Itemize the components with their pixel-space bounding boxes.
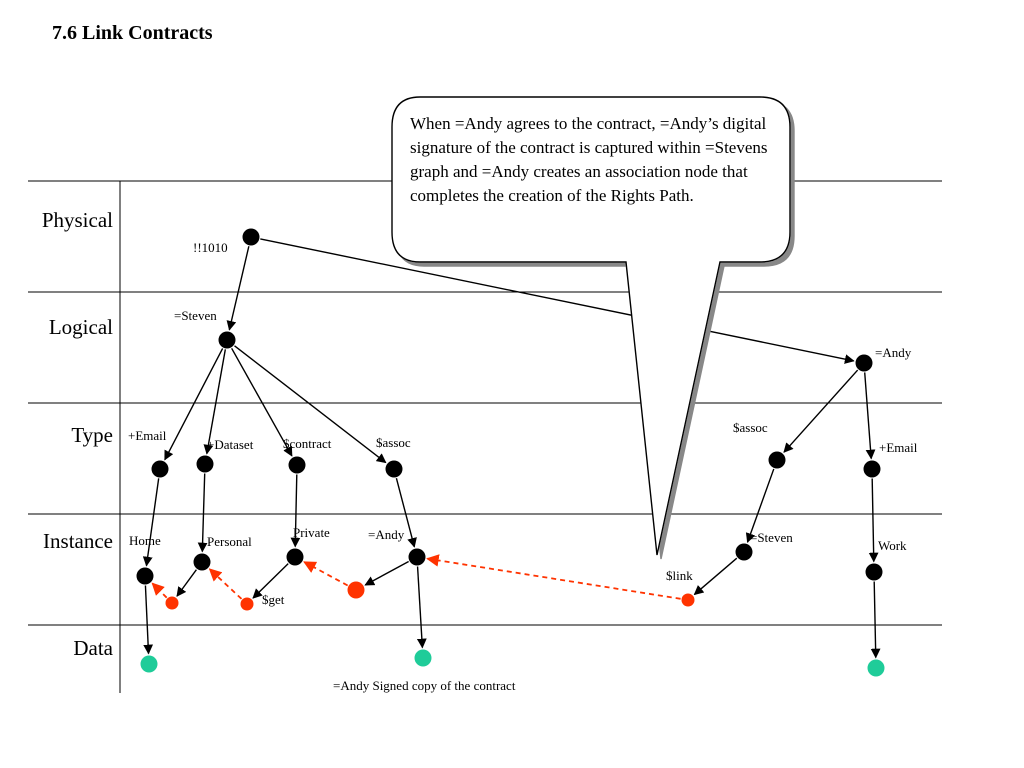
node-label-work: Work	[878, 538, 907, 553]
node-label-andyInst: =Andy	[368, 527, 405, 542]
link-edge-link3-private	[303, 561, 349, 587]
link-node-link1	[165, 596, 179, 610]
node-label-assoc2: $assoc	[733, 420, 768, 435]
node-label-email1: +Email	[128, 428, 167, 443]
edge-stevenInst-link	[693, 557, 738, 596]
node-node-email1	[151, 460, 169, 478]
node-label-personal: Personal	[207, 534, 252, 549]
edge-n1010-andy	[260, 238, 855, 364]
node-node-work	[865, 563, 883, 581]
link-edge-get-personal	[208, 568, 243, 600]
node-node-assoc2	[768, 451, 786, 469]
node-node-home	[136, 567, 154, 585]
link-node-link	[681, 593, 695, 607]
edge-home-data1	[143, 585, 154, 655]
node-node-n1010	[242, 228, 260, 246]
edge-andy-email2	[864, 372, 876, 460]
edge-personal-link1	[176, 569, 197, 597]
node-label-dataset: +Dataset	[207, 437, 254, 452]
callout-shape-path	[391, 96, 791, 556]
node-label-stevenInst: =Steven	[750, 530, 793, 545]
link-node-link3	[347, 581, 365, 599]
node-node-personal	[193, 553, 211, 571]
edge-andy-assoc2	[783, 369, 859, 453]
layer-label-instance: Instance	[43, 529, 113, 553]
node-node-stevenInst	[735, 543, 753, 561]
node-node-email2	[863, 460, 881, 478]
link-node-get	[240, 597, 254, 611]
node-label-assoc1: $assoc	[376, 435, 411, 450]
edge-n1010-steven	[226, 246, 250, 331]
node-node-dataset	[196, 455, 214, 473]
callout-text: When =Andy agrees to the contract, =Andy…	[410, 114, 768, 205]
data-node-data2	[414, 649, 432, 667]
node-label-email2: +Email	[879, 440, 918, 455]
link-edge-link-andyInst	[426, 554, 681, 600]
node-node-contract	[288, 456, 306, 474]
node-node-private	[286, 548, 304, 566]
edge-andyInst-data2	[416, 566, 427, 649]
node-group	[136, 228, 885, 677]
node-label-link: $link	[666, 568, 693, 583]
node-label-home: Home	[129, 533, 161, 548]
data-node-data1	[140, 655, 158, 673]
edge-email2-work	[868, 478, 879, 563]
edge-steven-contract	[231, 347, 293, 457]
node-label-data2: =Andy Signed copy of the contract	[333, 678, 516, 693]
node-node-steven	[218, 331, 236, 349]
node-label-private: Private	[293, 525, 330, 540]
edge-group	[142, 238, 881, 659]
page-title: 7.6 Link Contracts	[52, 22, 213, 44]
label-group: !!1010 =Steven =Andy +Email +Dataset $contrac…	[128, 240, 918, 693]
edge-email1-home	[142, 478, 160, 567]
node-label-andy: =Andy	[875, 345, 912, 360]
node-label-contract: $contract	[283, 436, 332, 451]
edge-steven-dataset	[203, 349, 227, 455]
node-label-steven: =Steven	[174, 308, 217, 323]
link-edge-link1-home	[151, 582, 168, 599]
node-label-get: $get	[262, 592, 285, 607]
node-node-assoc1	[385, 460, 403, 478]
edge-contract-private	[290, 474, 301, 548]
node-node-andy	[855, 354, 873, 372]
layer-label-physical: Physical	[42, 208, 113, 232]
edge-steven-assoc1	[234, 345, 387, 464]
callout-bubble	[391, 96, 791, 556]
node-label-n1010: !!1010	[193, 240, 228, 255]
layer-label-data: Data	[73, 636, 113, 660]
edge-assoc2-stevenInst	[745, 468, 775, 544]
edge-assoc1-andyInst	[395, 478, 417, 548]
edge-steven-email1	[164, 348, 224, 461]
edge-andyInst-link3	[364, 560, 409, 586]
edge-private-get	[252, 563, 289, 599]
data-node-data3	[867, 659, 885, 677]
layer-label-logical: Logical	[49, 315, 113, 339]
node-node-andyInst	[408, 548, 426, 566]
edge-work-data3	[870, 581, 881, 659]
edge-dataset-personal	[197, 473, 208, 553]
layer-label-type: Type	[71, 423, 113, 447]
